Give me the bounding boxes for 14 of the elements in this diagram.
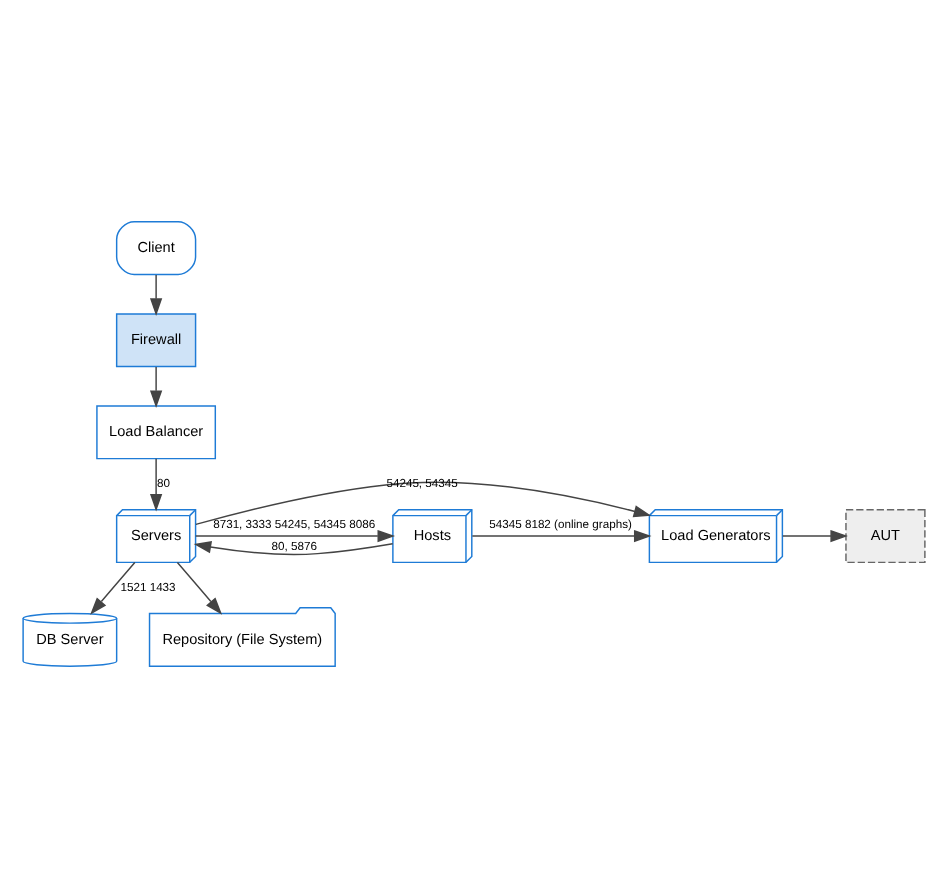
node-box: Load Balancer [96,405,217,460]
arrow [471,529,652,543]
arrow [149,457,163,512]
arrow [149,366,163,408]
arrow [782,529,848,543]
node-box: Firewall [115,313,197,368]
node-box: Client [115,221,197,276]
node-box: AUT [845,509,926,564]
arrow [194,529,396,543]
arrow [195,481,652,526]
arrow [149,274,163,316]
arrow [176,561,223,615]
arrow [90,561,136,615]
arrow [193,541,394,556]
